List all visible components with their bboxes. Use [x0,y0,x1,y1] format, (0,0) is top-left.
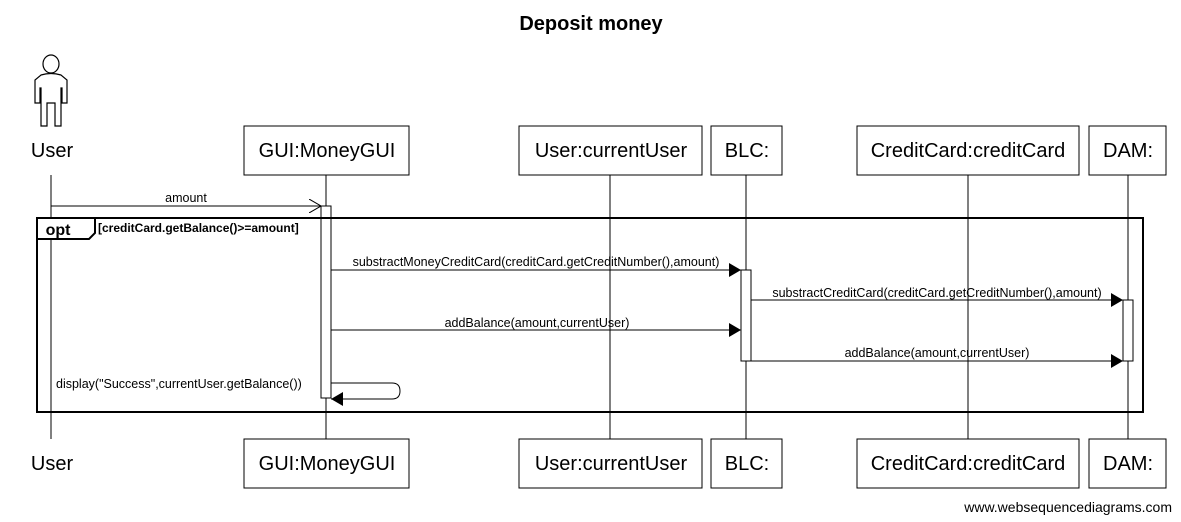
opt-keyword: opt [46,222,72,239]
message-label-amount: amount [165,191,207,205]
diagram-title: Deposit money [519,13,663,35]
user-actor-icon [34,54,68,127]
message-label-substract-money: substractMoneyCreditCard(creditCard.getC… [353,255,720,269]
participant-box-gui-top [243,125,410,176]
participant-boxes-top [243,125,1167,176]
participant-box-dam-top [1088,125,1167,176]
participant-dam-top: DAM: [1103,140,1153,162]
message-arrow-display-self [331,382,401,406]
participant-box-dam-bottom [1088,438,1167,489]
participant-credit-card-bottom: CreditCard:creditCard [871,453,1066,475]
participant-box-current-user-top [518,125,703,176]
opt-fragment: opt [creditCard.getBalance()>=amount] [36,217,1144,413]
message-label-add-balance-gui: addBalance(amount,currentUser) [445,316,630,330]
participant-credit-card-top: CreditCard:creditCard [871,140,1066,162]
participant-box-current-user-bottom [518,438,703,489]
participant-blc-bottom: BLC: [725,453,769,475]
participant-current-user-bottom: User:currentUser [535,453,688,475]
activation-gui [320,205,332,399]
message-label-display: display("Success",currentUser.getBalance… [56,377,302,391]
participant-box-credit-card-top [856,125,1080,176]
activation-blc [740,269,752,362]
participant-box-gui-bottom [243,438,410,489]
lifelines [50,175,1129,439]
message-label-add-balance-blc: addBalance(amount,currentUser) [845,346,1030,360]
participant-box-credit-card-bottom [856,438,1080,489]
message-label-substract-credit-card: substractCreditCard(creditCard.getCredit… [772,286,1101,300]
participant-blc-top: BLC: [725,140,769,162]
participant-box-blc-bottom [710,438,783,489]
messages [51,206,1123,406]
participant-dam-bottom: DAM: [1103,453,1153,475]
opt-label-tab [36,217,96,240]
watermark: www.websequencediagrams.com [963,499,1172,515]
activation-bars [320,205,1134,399]
participant-gui-bottom: GUI:MoneyGUI [259,453,396,475]
participant-user-bottom: User [31,453,74,475]
participant-box-blc-top [710,125,783,176]
opt-guard: [creditCard.getBalance()>=amount] [98,221,299,235]
activation-dam [1122,299,1134,362]
opt-frame [36,217,1144,413]
participant-current-user-top: User:currentUser [535,140,688,162]
participant-user-top: User [31,140,74,162]
participant-gui-top: GUI:MoneyGUI [259,140,396,162]
participant-boxes-bottom [243,438,1167,489]
